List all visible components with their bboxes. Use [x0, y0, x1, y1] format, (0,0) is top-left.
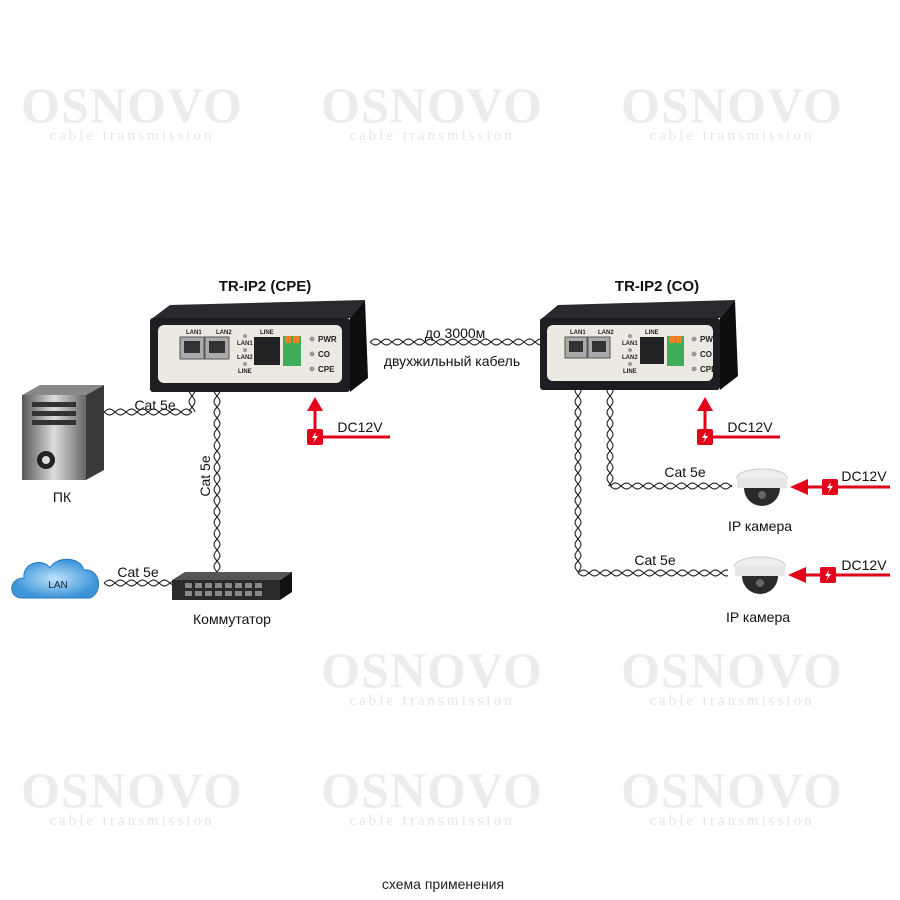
- watermark-brand: OSNOVO: [321, 762, 543, 818]
- co-port-label-lan2: LAN2: [598, 330, 614, 336]
- lan-cloud-icon: LAN: [11, 558, 99, 599]
- watermark-tagline: cable transmission: [49, 813, 214, 829]
- cpe-port-label-line: LINE: [260, 330, 274, 336]
- switch-label: Коммутатор: [193, 611, 271, 627]
- arrow-left-icon: [788, 567, 806, 583]
- power-label-cpe: DC12V: [337, 419, 383, 435]
- watermark-tagline: cable transmission: [349, 693, 514, 709]
- arrow-up-icon: [697, 397, 713, 411]
- co-device: TR-IP2 (CO) LAN1 LAN2 LAN1 LAN2 LINE LIN…: [540, 278, 738, 390]
- watermark-tagline: cable transmission: [49, 128, 214, 144]
- co-led-cpe: CPE: [700, 365, 717, 374]
- watermark-tagline: cable transmission: [649, 813, 814, 829]
- switch-icon: [172, 572, 292, 600]
- cpe-ind-lan1: LAN1: [237, 341, 253, 347]
- co-title: TR-IP2 (CO): [615, 278, 699, 295]
- cpe-power-terminal: [283, 336, 301, 366]
- watermark-tagline: cable transmission: [649, 693, 814, 709]
- line-cable: [369, 338, 541, 346]
- power-feeds: [307, 397, 890, 583]
- cat-label-lan: Cat 5e: [117, 564, 158, 580]
- power-label-camera2: DC12V: [841, 557, 887, 573]
- caption: схема применения: [382, 876, 504, 892]
- arrow-left-icon: [790, 479, 808, 495]
- watermark-brand: OSNOVO: [21, 77, 243, 133]
- watermark-tagline: cable transmission: [349, 128, 514, 144]
- cpe-device: TR-IP2 (CPE) LAN1 LAN2 LAN1 LAN2 LINE LI…: [150, 278, 368, 392]
- ip-camera-2-icon: [734, 556, 786, 594]
- watermark-brand: OSNOVO: [21, 762, 243, 818]
- watermark-brand: OSNOVO: [321, 642, 543, 698]
- cpe-port-label-lan1: LAN1: [186, 330, 202, 336]
- co-led-pwr: PWR: [700, 335, 719, 344]
- cpe-led-co: CO: [318, 350, 330, 359]
- cat-label-camera1: Cat 5e: [664, 464, 705, 480]
- watermark-tagline: cable transmission: [649, 128, 814, 144]
- co-port-label-line: LINE: [645, 330, 659, 336]
- cat-label-pc: Cat 5e: [134, 397, 175, 413]
- line-cable-label: двухжильный кабель: [384, 353, 520, 369]
- watermark-brand: OSNOVO: [621, 642, 843, 698]
- co-ind-lan2: LAN2: [622, 355, 638, 361]
- lan-cable: [103, 579, 173, 587]
- power-label-camera1: DC12V: [841, 468, 887, 484]
- co-led-co: CO: [700, 350, 712, 359]
- cpe-line-port: [254, 337, 280, 365]
- cpe-port-label-lan2: LAN2: [216, 330, 232, 336]
- lan-label: LAN: [48, 580, 67, 591]
- ip-camera-1-icon: [736, 468, 788, 506]
- cpe-ind-line: LINE: [238, 369, 252, 375]
- watermark-brand: OSNOVO: [621, 762, 843, 818]
- cat-label-camera2: Cat 5e: [634, 552, 675, 568]
- cat-label-switch: Cat 5e: [197, 455, 213, 496]
- camera1-label: IP камера: [728, 518, 792, 534]
- watermark-brand: OSNOVO: [321, 77, 543, 133]
- co-port-label-lan1: LAN1: [570, 330, 586, 336]
- co-ind-lan1: LAN1: [622, 341, 638, 347]
- line-distance-label: до 3000м: [425, 325, 486, 341]
- arrow-up-icon: [307, 397, 323, 411]
- cpe-ind-lan2: LAN2: [237, 355, 253, 361]
- power-label-co: DC12V: [727, 419, 773, 435]
- co-ind-line: LINE: [623, 369, 637, 375]
- camera2-label: IP камера: [726, 609, 790, 625]
- cpe-led-cpe: CPE: [318, 365, 335, 374]
- cpe-led-pwr: PWR: [318, 335, 337, 344]
- pc-tower-icon: [22, 385, 104, 480]
- cpe-title: TR-IP2 (CPE): [219, 278, 312, 295]
- pc-label: ПК: [53, 489, 72, 505]
- watermark-brand: OSNOVO: [621, 77, 843, 133]
- watermark-tagline: cable transmission: [349, 813, 514, 829]
